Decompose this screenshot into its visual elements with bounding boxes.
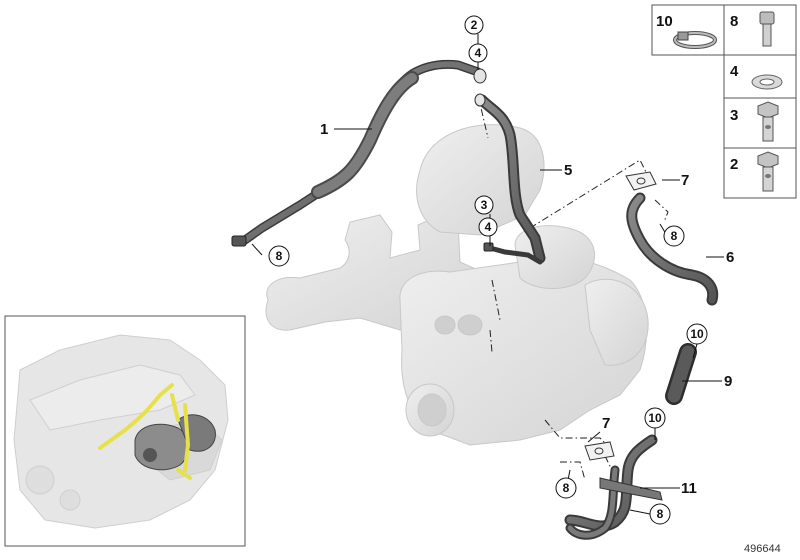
label-gasket-bottom: 7: [602, 415, 610, 432]
hose-clamp-icon: [673, 31, 717, 49]
label-oil-feed-line: 1: [320, 121, 328, 138]
engine-inset: [4, 315, 246, 547]
svg-text:3: 3: [481, 198, 488, 212]
svg-text:10: 10: [648, 411, 662, 425]
banjo-bolt-small-icon: [757, 151, 779, 192]
svg-text:8: 8: [671, 229, 678, 243]
callout-4-top: 4: [468, 43, 488, 63]
legend-banjo-bolt-number: 3: [730, 107, 738, 124]
label-coolant-hose: 6: [726, 249, 734, 266]
oil-feed-line: [231, 59, 487, 247]
svg-text:2: 2: [471, 18, 478, 32]
gasket-top: [625, 171, 657, 191]
reference-number: 496644: [744, 543, 781, 555]
legend-banjo-bolt-small-number: 2: [730, 156, 738, 173]
banjo-top: [473, 68, 487, 84]
callout-3-mid: 3: [474, 195, 494, 215]
callout-10-upper: 10: [686, 323, 708, 345]
label-hose: 9: [724, 373, 732, 390]
coolant-feed-pipe: [487, 245, 543, 265]
callout-8-bottom-left: 8: [555, 477, 577, 499]
washer-icon: [751, 74, 783, 90]
svg-text:4: 4: [485, 220, 492, 234]
turbine-scroll-right: [584, 278, 649, 366]
legend-clamp-number: 10: [656, 13, 673, 30]
socket-bolt-icon: [759, 11, 775, 47]
callout-10-lower: 10: [644, 407, 666, 429]
oil-return-line: [474, 93, 546, 265]
svg-text:8: 8: [657, 507, 664, 521]
assembly-lines: [477, 94, 669, 481]
leader-lines: [251, 34, 724, 515]
callout-8-right: 8: [663, 225, 685, 247]
label-gasket-top: 7: [681, 172, 689, 189]
callouts: 2 4 3 4 8 8 10 10: [268, 15, 708, 525]
banjo-lower: [474, 93, 486, 107]
gasket-bottom: [584, 441, 615, 461]
leader-labels: 1 5 6 7 7 9 11: [320, 121, 734, 497]
highlighted-lines: [98, 383, 192, 480]
svg-text:4: 4: [475, 46, 482, 60]
coolant-hose-6: [625, 171, 719, 306]
legend-washer-number: 4: [730, 63, 739, 80]
svg-text:8: 8: [276, 249, 283, 263]
turbocharger-ghost: [265, 124, 649, 446]
oil-feed-fitting-left: [231, 235, 247, 247]
parts-legend: 10 8 4 3 2: [651, 4, 797, 199]
svg-text:8: 8: [563, 481, 570, 495]
banjo-bolt-icon: [757, 101, 779, 142]
callout-2-top: 2: [464, 15, 484, 35]
legend-bolt-number: 8: [730, 13, 738, 30]
coolant-pipe-11: [564, 434, 663, 540]
label-oil-return-line: 5: [564, 162, 572, 179]
callout-8-bottom-right: 8: [649, 503, 671, 525]
callout-8-left: 8: [268, 245, 290, 267]
label-coolant-pipe: 11: [681, 480, 697, 497]
hose-9: [665, 343, 697, 405]
pipe-bracket: [599, 477, 663, 501]
callout-4-mid: 4: [478, 217, 498, 237]
svg-text:10: 10: [690, 327, 704, 341]
